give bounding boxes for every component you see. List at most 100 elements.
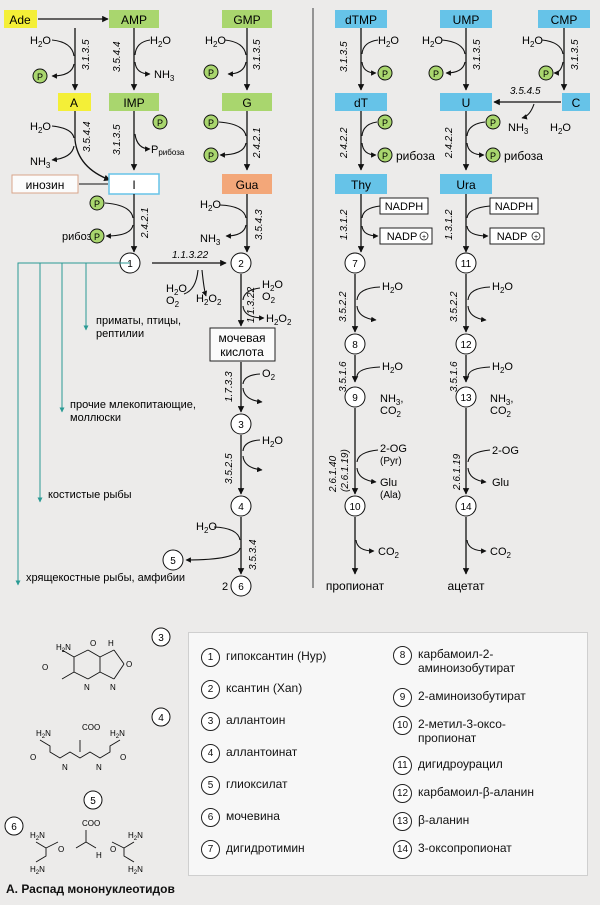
phosphate-icon — [152, 114, 168, 130]
species-label: костистые рыбы — [48, 489, 132, 501]
node-4 — [230, 495, 252, 517]
phosphate-icon — [89, 228, 105, 244]
svg-text:O: O — [120, 753, 126, 762]
amp-label: AMP — [121, 13, 147, 27]
svg-text:N: N — [62, 763, 68, 772]
structure-3-marker — [151, 627, 171, 647]
gua-box — [222, 174, 272, 194]
svg-text:P: P — [37, 72, 43, 82]
species-label: прочие млекопитающие, — [70, 399, 196, 411]
svg-text:NADP: NADP — [387, 231, 418, 243]
svg-text:P: P — [382, 69, 388, 79]
ade-label: Ade — [9, 13, 31, 27]
phosphate-icon — [485, 147, 501, 163]
structure-6-marker — [4, 816, 24, 836]
svg-text:рибоза: рибоза — [396, 149, 435, 163]
phosphate-icon — [538, 65, 554, 81]
svg-text:(Ala): (Ala) — [380, 490, 401, 501]
svg-text:3: 3 — [238, 420, 244, 431]
g-box — [222, 93, 272, 111]
svg-text:COO: COO — [82, 819, 100, 828]
svg-text:CO2: CO2 — [380, 405, 402, 419]
svg-text:G: G — [242, 96, 251, 110]
svg-text:2.4.2.2: 2.4.2.2 — [444, 127, 455, 159]
svg-text:3.5.4.5: 3.5.4.5 — [510, 86, 541, 97]
svg-text:O: O — [110, 845, 116, 854]
inosine-box — [11, 174, 79, 194]
svg-text:P: P — [94, 232, 100, 242]
svg-text:H2O: H2O — [166, 283, 187, 297]
svg-text:COO: COO — [82, 723, 100, 732]
phosphate-icon — [203, 114, 219, 130]
svg-text:P: P — [382, 151, 388, 161]
svg-text:H2N: H2N — [30, 865, 45, 876]
svg-text:инозин: инозин — [26, 178, 65, 192]
svg-text:N: N — [110, 683, 116, 692]
svg-text:H2N: H2N — [30, 831, 45, 842]
phosphate-icon — [377, 147, 393, 163]
svg-text:Thy: Thy — [351, 178, 371, 192]
svg-text:Gua: Gua — [236, 178, 259, 192]
svg-text:2: 2 — [238, 259, 244, 270]
svg-text:H2O: H2O — [205, 35, 226, 49]
svg-text:I: I — [132, 178, 135, 192]
species-label: хрящекостные рыбы, амфибии — [26, 572, 185, 584]
dtmp-box — [335, 10, 387, 28]
node-14 — [455, 495, 477, 517]
svg-text:Glu: Glu — [492, 477, 509, 489]
svg-text:3.5.3.4: 3.5.3.4 — [248, 539, 259, 570]
svg-text:3: 3 — [158, 633, 164, 644]
phosphate-icon — [89, 195, 105, 211]
propionate-label: пропионат — [326, 579, 385, 593]
svg-text:H2O: H2O — [262, 435, 283, 449]
svg-text:Glu: Glu — [380, 477, 397, 489]
ump-box — [440, 10, 492, 28]
svg-text:C: C — [572, 96, 581, 110]
svg-text:3.5.2.2: 3.5.2.2 — [338, 291, 349, 322]
svg-text:(Pyr): (Pyr) — [380, 456, 402, 467]
svg-text:dT: dT — [354, 96, 369, 110]
svg-text:2.4.2.1: 2.4.2.1 — [252, 127, 263, 159]
species-label: приматы, птицы, — [96, 315, 181, 327]
svg-text:2.4.2.1: 2.4.2.1 — [140, 207, 151, 239]
a-box — [58, 93, 91, 111]
svg-text:10: 10 — [349, 502, 361, 513]
svg-text:2.6.1.40: 2.6.1.40 — [328, 455, 339, 493]
structure-allantoinate — [39, 739, 121, 759]
svg-text:H2O: H2O — [492, 361, 513, 375]
svg-text:P: P — [94, 199, 100, 209]
svg-text:Pрибоза: Pрибоза — [151, 144, 185, 157]
structure-4-marker — [151, 707, 171, 727]
svg-text:2.6.1.19: 2.6.1.19 — [452, 453, 463, 491]
gmp-box — [222, 10, 272, 28]
svg-text:UMP: UMP — [453, 13, 480, 27]
svg-text:O: O — [90, 639, 96, 648]
svg-text:7: 7 — [352, 259, 358, 270]
svg-text:P: P — [433, 69, 439, 79]
svg-text:14: 14 — [460, 502, 472, 513]
node-8 — [344, 333, 366, 355]
acetate-label: ацетат — [448, 579, 485, 593]
svg-text:N: N — [84, 683, 90, 692]
node-6 — [230, 575, 252, 597]
svg-text:H2N: H2N — [128, 865, 143, 876]
node-3 — [230, 413, 252, 435]
svg-text:CO2: CO2 — [490, 546, 512, 560]
svg-text:1.7.3.3: 1.7.3.3 — [224, 371, 235, 402]
nadp-box — [489, 227, 545, 245]
svg-text:9: 9 — [352, 393, 358, 404]
phosphate-icon — [203, 64, 219, 80]
uric-acid-box — [209, 327, 276, 362]
u-box — [440, 93, 492, 111]
node-5 — [162, 549, 184, 571]
thy-box — [335, 174, 387, 194]
svg-text:1: 1 — [127, 259, 133, 270]
svg-text:O: O — [58, 845, 64, 854]
svg-text:3.1.3.5: 3.1.3.5 — [252, 39, 263, 70]
node-10 — [344, 495, 366, 517]
gmp-label: GMP — [233, 13, 260, 27]
